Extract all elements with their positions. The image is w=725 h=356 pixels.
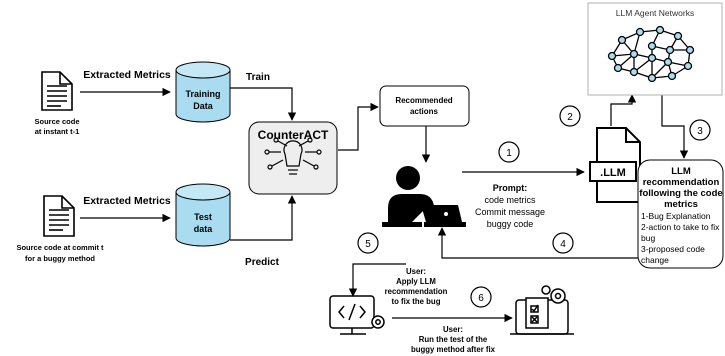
- llm-networks-title: LLM Agent Networks: [616, 8, 694, 18]
- rec-title-line-1: LLM: [671, 166, 691, 177]
- source-code-bottom-icon: [43, 195, 75, 237]
- llm-file-label: .LLM: [600, 167, 626, 179]
- counteract-box: [248, 121, 338, 195]
- user-run-line-3: buggy method after fix: [411, 345, 496, 354]
- rec-item-3b: change: [641, 255, 669, 265]
- rec-item-1: 1-Bug Explanation: [641, 211, 711, 221]
- extracted-metrics-bottom-label: Extracted Metrics: [83, 195, 171, 207]
- user-apply-line-3: recommendation: [385, 287, 448, 296]
- step-3-circle: [689, 119, 711, 141]
- step-2-circle: [559, 105, 581, 127]
- rec-title-line-3: following the code: [639, 188, 722, 199]
- step-4-label: 4: [560, 239, 566, 250]
- step-2-label: 2: [567, 112, 573, 123]
- ai-brain-bulb-icon: [264, 137, 322, 175]
- step-5-circle: [357, 232, 379, 254]
- extracted-metrics-top-label: Extracted Metrics: [83, 69, 171, 81]
- user-apply-line-1: User:: [406, 267, 426, 276]
- user-apply-line-4: to fix the bug: [392, 297, 441, 306]
- step-1-label: 1: [506, 148, 512, 159]
- user-run-line-2: Run the test of the: [419, 335, 488, 344]
- source-code-bottom-line-2: for a buggy method: [25, 254, 95, 263]
- connectors: [80, 87, 689, 323]
- test-data-line-2: data: [194, 224, 214, 234]
- step-6-circle: [470, 286, 492, 308]
- prompt-line-1: code metrics: [484, 195, 536, 205]
- source-code-top-line-2: at instant t-1: [35, 127, 80, 136]
- test-data-cylinder: [175, 183, 231, 247]
- source-code-bottom-line-1: Source code at commit t: [16, 243, 104, 252]
- arrow-networks-to-recommendation: [661, 95, 689, 159]
- neural-network-brain-icon: [607, 25, 695, 83]
- llm-file-icon: [589, 127, 641, 203]
- test-checklist-gear-icon: [510, 285, 574, 335]
- prompt-title: Prompt:: [493, 183, 528, 193]
- step-6-label: 6: [478, 293, 484, 304]
- arrow-training-to-counteract: [230, 87, 297, 121]
- arrow-recommendation-to-user: [437, 227, 638, 259]
- llm-recommendation-box: [637, 159, 724, 269]
- training-data-line-2: Data: [193, 101, 214, 111]
- prompt-line-3: buggy code: [487, 219, 534, 229]
- training-data-line-1: Training: [185, 89, 220, 99]
- code-editor-gear-icon: [329, 295, 385, 335]
- recommended-line-2: actions: [410, 107, 439, 116]
- rec-title-line-2: recommendation: [643, 177, 720, 188]
- train-label: Train: [246, 72, 270, 83]
- user-laptop-icon: [382, 166, 466, 227]
- predict-label: Predict: [245, 257, 280, 268]
- step-3-label: 3: [697, 126, 703, 137]
- recommended-line-1: Recommended: [395, 96, 452, 105]
- training-data-cylinder: [175, 61, 231, 123]
- prompt-line-2: Commit message: [475, 207, 545, 217]
- source-code-top-line-1: Source code: [34, 117, 79, 126]
- source-code-top-icon: [41, 71, 73, 111]
- user-apply-line-2: Apply LLM: [396, 277, 436, 286]
- arrow-llm-file-to-networks: [610, 94, 637, 126]
- step-5-label: 5: [365, 239, 371, 250]
- rec-title-line-4: metrics: [664, 199, 698, 210]
- step-circles: [357, 105, 711, 308]
- arrow-counteract-to-recommended: [338, 102, 379, 151]
- rec-item-2a: 2-action to take to fix: [641, 222, 720, 232]
- arrow-test-to-counteract: [230, 195, 297, 241]
- recommended-actions-box: [379, 85, 470, 127]
- user-run-line-1: User:: [443, 325, 463, 334]
- counteract-title: CounterACT: [258, 128, 329, 142]
- arrow-user-to-code-editor: [348, 263, 406, 297]
- test-data-line-1: Test: [194, 212, 212, 222]
- rec-item-3a: 3-proposed code: [641, 244, 705, 254]
- rec-item-2b: bug: [641, 233, 655, 243]
- step-4-circle: [552, 232, 574, 254]
- step-1-circle: [498, 141, 520, 163]
